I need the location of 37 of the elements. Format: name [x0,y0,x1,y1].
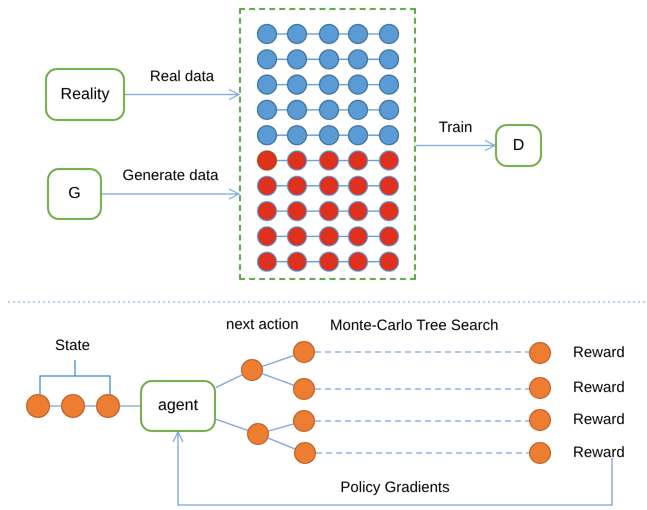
reward-label: Reward [573,445,625,460]
dashed-container [239,8,416,280]
reward-label: Reward [573,380,625,395]
process-box [47,168,102,220]
text-label: Monte-Carlo Tree Search [330,318,498,333]
arrow [172,431,613,506]
text-label: next action [226,317,299,332]
connector-line [315,351,529,353]
connector-line [50,405,61,407]
connector-line [216,374,242,388]
connector-line [85,405,96,407]
edge-label: Train [438,117,472,138]
connector-line [216,418,248,431]
process-box [495,124,542,167]
connector-line [262,373,294,386]
text-label: State [55,338,90,353]
arrow [125,88,240,100]
reward-label: Reward [573,412,625,427]
connector-line [268,423,294,432]
connector-line [268,438,296,450]
node-label: Reality [60,84,110,104]
reward-label: Reward [573,345,625,360]
arrow [416,140,496,152]
connector-line [120,405,140,407]
connector-line [315,388,529,390]
edge-label: Real data [150,66,214,86]
process-box [140,380,216,432]
arrow [102,188,240,200]
node-label: D [512,136,524,156]
process-box [45,68,125,121]
connector-line [315,420,529,422]
edge-label: Generate data [122,166,218,186]
connector-line [316,452,529,454]
connector-line [262,354,294,368]
node-label: G [68,184,81,204]
edge-label: Policy Gradients [340,478,450,498]
node-label: agent [158,396,198,416]
